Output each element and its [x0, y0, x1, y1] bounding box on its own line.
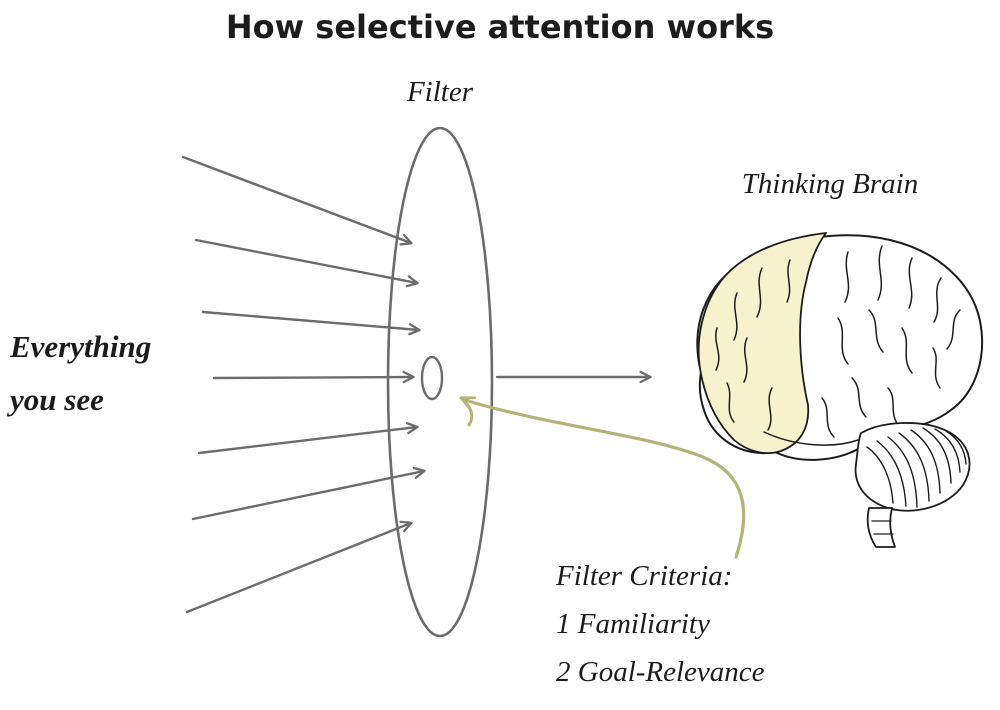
brain-gyrus-line: [901, 327, 913, 374]
cerebellum-striation-line: [910, 429, 941, 494]
cerebellum-striation-line: [876, 440, 907, 507]
filter-criteria-block: Filter Criteria: 1 Familiarity 2 Goal-Re…: [556, 552, 765, 696]
input-arrow: [185, 520, 413, 614]
brain-gyrus-line: [715, 327, 720, 371]
brain-gyrus-line: [837, 317, 849, 365]
brain-cerebrum-gyri: [763, 245, 961, 446]
input-arrow: [197, 422, 419, 455]
brain-gyrus-line: [726, 382, 735, 423]
filter-ellipse: [386, 126, 494, 638]
cerebellum-striation-line: [898, 432, 930, 502]
brain-gyrus-line: [868, 309, 884, 353]
brain-cerebellum-striations: [866, 427, 967, 508]
filter-hole: [420, 355, 444, 401]
brain-gyrus-line: [733, 292, 738, 341]
input-arrow: [212, 370, 415, 384]
brain-gyrus-line: [844, 251, 850, 303]
brain-gyrus-line: [821, 397, 835, 438]
brain-gyrus-line: [908, 257, 913, 309]
input-arrow: [191, 466, 426, 521]
everything-you-see-line1: Everything: [10, 329, 152, 364]
brain-gyrus-line: [933, 277, 942, 323]
cerebellum-striation-line: [922, 427, 952, 484]
criteria-arrow: [459, 396, 746, 559]
brain-frontal-gyri: [715, 259, 791, 431]
filter-criteria-item-2: 2 Goal-Relevance: [556, 656, 765, 688]
input-arrow: [201, 310, 421, 336]
input-arrow: [181, 155, 413, 246]
brain-gyrus-line: [851, 377, 867, 418]
brain-gyrus-line: [743, 337, 748, 383]
criteria-arrow-curve: [459, 396, 746, 559]
brain-illustration: [696, 232, 984, 548]
brain-gyrus-line: [756, 267, 763, 318]
criteria-arrow-tip-flourish: [459, 396, 474, 427]
brain-gyrus-line: [786, 259, 791, 303]
brain-stem: [866, 507, 896, 548]
brain-gyrus-line: [946, 309, 961, 350]
cerebellum-striation-line: [866, 446, 894, 504]
cerebellum-striation-line: [945, 430, 967, 465]
filter-criteria-heading: Filter Criteria:: [556, 560, 733, 592]
diagram-title: How selective attention works: [225, 8, 775, 46]
brain-frontal-lobe: [697, 232, 827, 454]
brain-gyrus-line: [877, 245, 883, 301]
brain-gyrus-line: [932, 347, 941, 389]
brain-gyrus-line: [767, 387, 773, 431]
everything-you-see-label: Everything you see: [10, 320, 151, 426]
input-arrows: [181, 155, 426, 614]
input-arrow: [194, 238, 419, 288]
filter-criteria-item-1: 1 Familiarity: [556, 608, 710, 640]
cerebellum-striation-line: [934, 428, 961, 473]
brain-gyrus-line: [763, 431, 859, 446]
thinking-brain-label: Thinking Brain: [741, 168, 919, 200]
everything-you-see-line2: you see: [10, 382, 104, 417]
cerebellum-striation-line: [887, 436, 918, 508]
filter-label: Filter: [406, 76, 474, 108]
